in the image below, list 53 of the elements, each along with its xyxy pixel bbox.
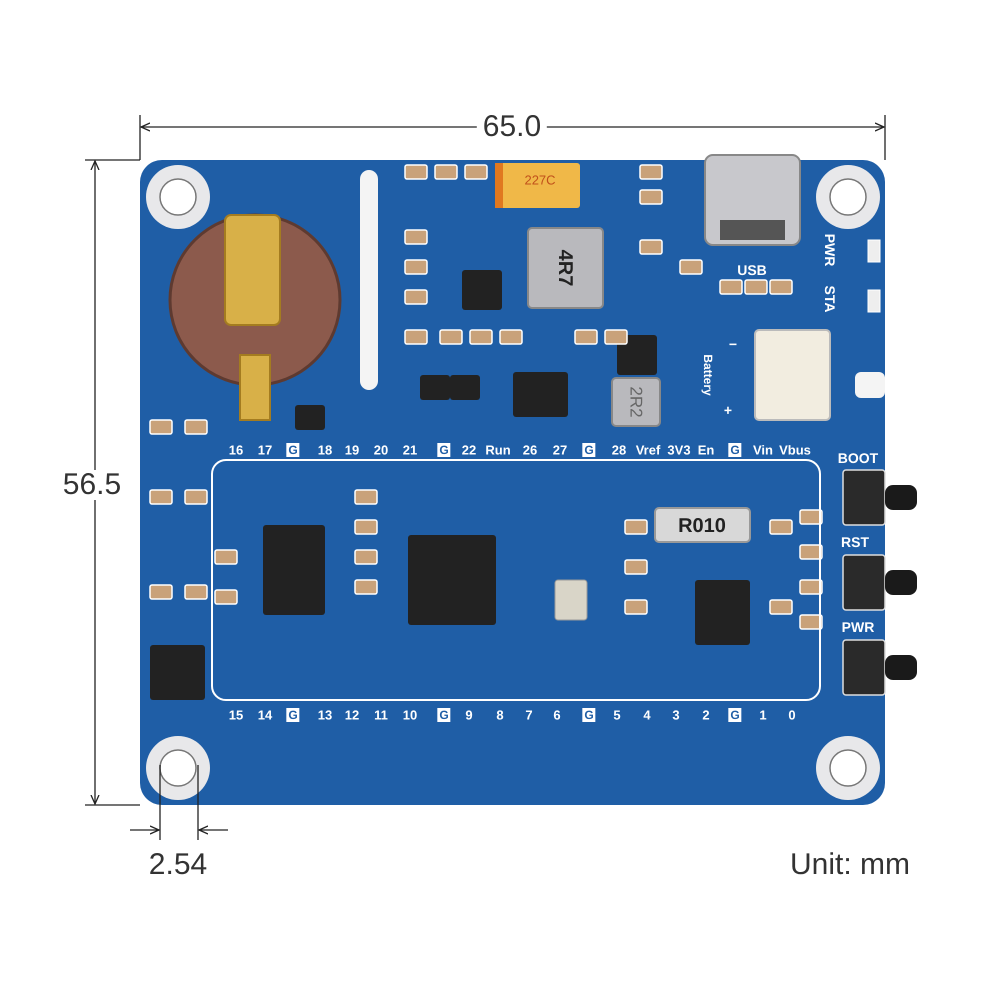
pin-label: G [437,708,451,722]
component-marking: 227C [524,174,556,186]
pin-label: G [728,443,742,457]
pin-label: Vbus [779,444,811,456]
pin-label: En [698,444,714,456]
pin-label: 27 [552,444,568,456]
pin-label: 7 [525,708,533,722]
pin-label: 21 [402,444,418,456]
pin-label: 15 [228,708,244,722]
pin-label: 16 [228,444,244,456]
silkscreen-label: + [724,403,732,417]
silkscreen-label: STA [823,286,837,312]
pin-label: G [582,443,596,457]
pin-label: Vref [636,444,660,456]
pin-label: Vin [753,444,773,456]
component-marking: R010 [678,516,726,536]
silkscreen-label: BOOT [838,451,878,465]
pin-label: 11 [374,708,388,722]
pin-label: G [728,708,742,722]
pin-label: 4 [643,708,651,722]
pin-label: 13 [318,708,332,722]
pin-label: 20 [374,444,388,456]
pin-label: 10 [402,708,418,722]
pin-label: 1 [759,708,767,722]
pin-label: G [582,708,596,722]
pin-label: 8 [496,708,504,722]
pin-label: 28 [612,444,626,456]
pin-label: 2 [702,708,710,722]
silkscreen-label: USB [737,263,767,277]
pin-label: 17 [258,444,272,456]
pin-label: 14 [258,708,272,722]
component-marking: 4R7 [555,250,575,286]
silkscreen-label: Battery [702,354,714,396]
pin-label: 26 [522,444,538,456]
pin-label: G [437,443,451,457]
pin-label: 3 [672,708,680,722]
pin-label: 19 [344,444,360,456]
pin-label: G [286,443,300,457]
pin-label: G [286,708,300,722]
component-marking: 2R2 [628,386,644,418]
pin-label: 5 [613,708,621,722]
silkscreen-label: − [728,337,738,351]
pin-label: 9 [465,708,473,722]
silkscreen-label: PWR [823,234,837,266]
pin-label: 18 [318,444,332,456]
pin-label: 0 [788,708,796,722]
silkscreen-label: PWR [842,620,874,634]
pin-label: 3V3 [667,444,691,456]
pin-label: 6 [553,708,561,722]
pin-label: 12 [344,708,360,722]
pin-label: Run [485,444,511,456]
pin-label: 22 [462,444,476,456]
silkscreen-label: RST [841,535,869,549]
